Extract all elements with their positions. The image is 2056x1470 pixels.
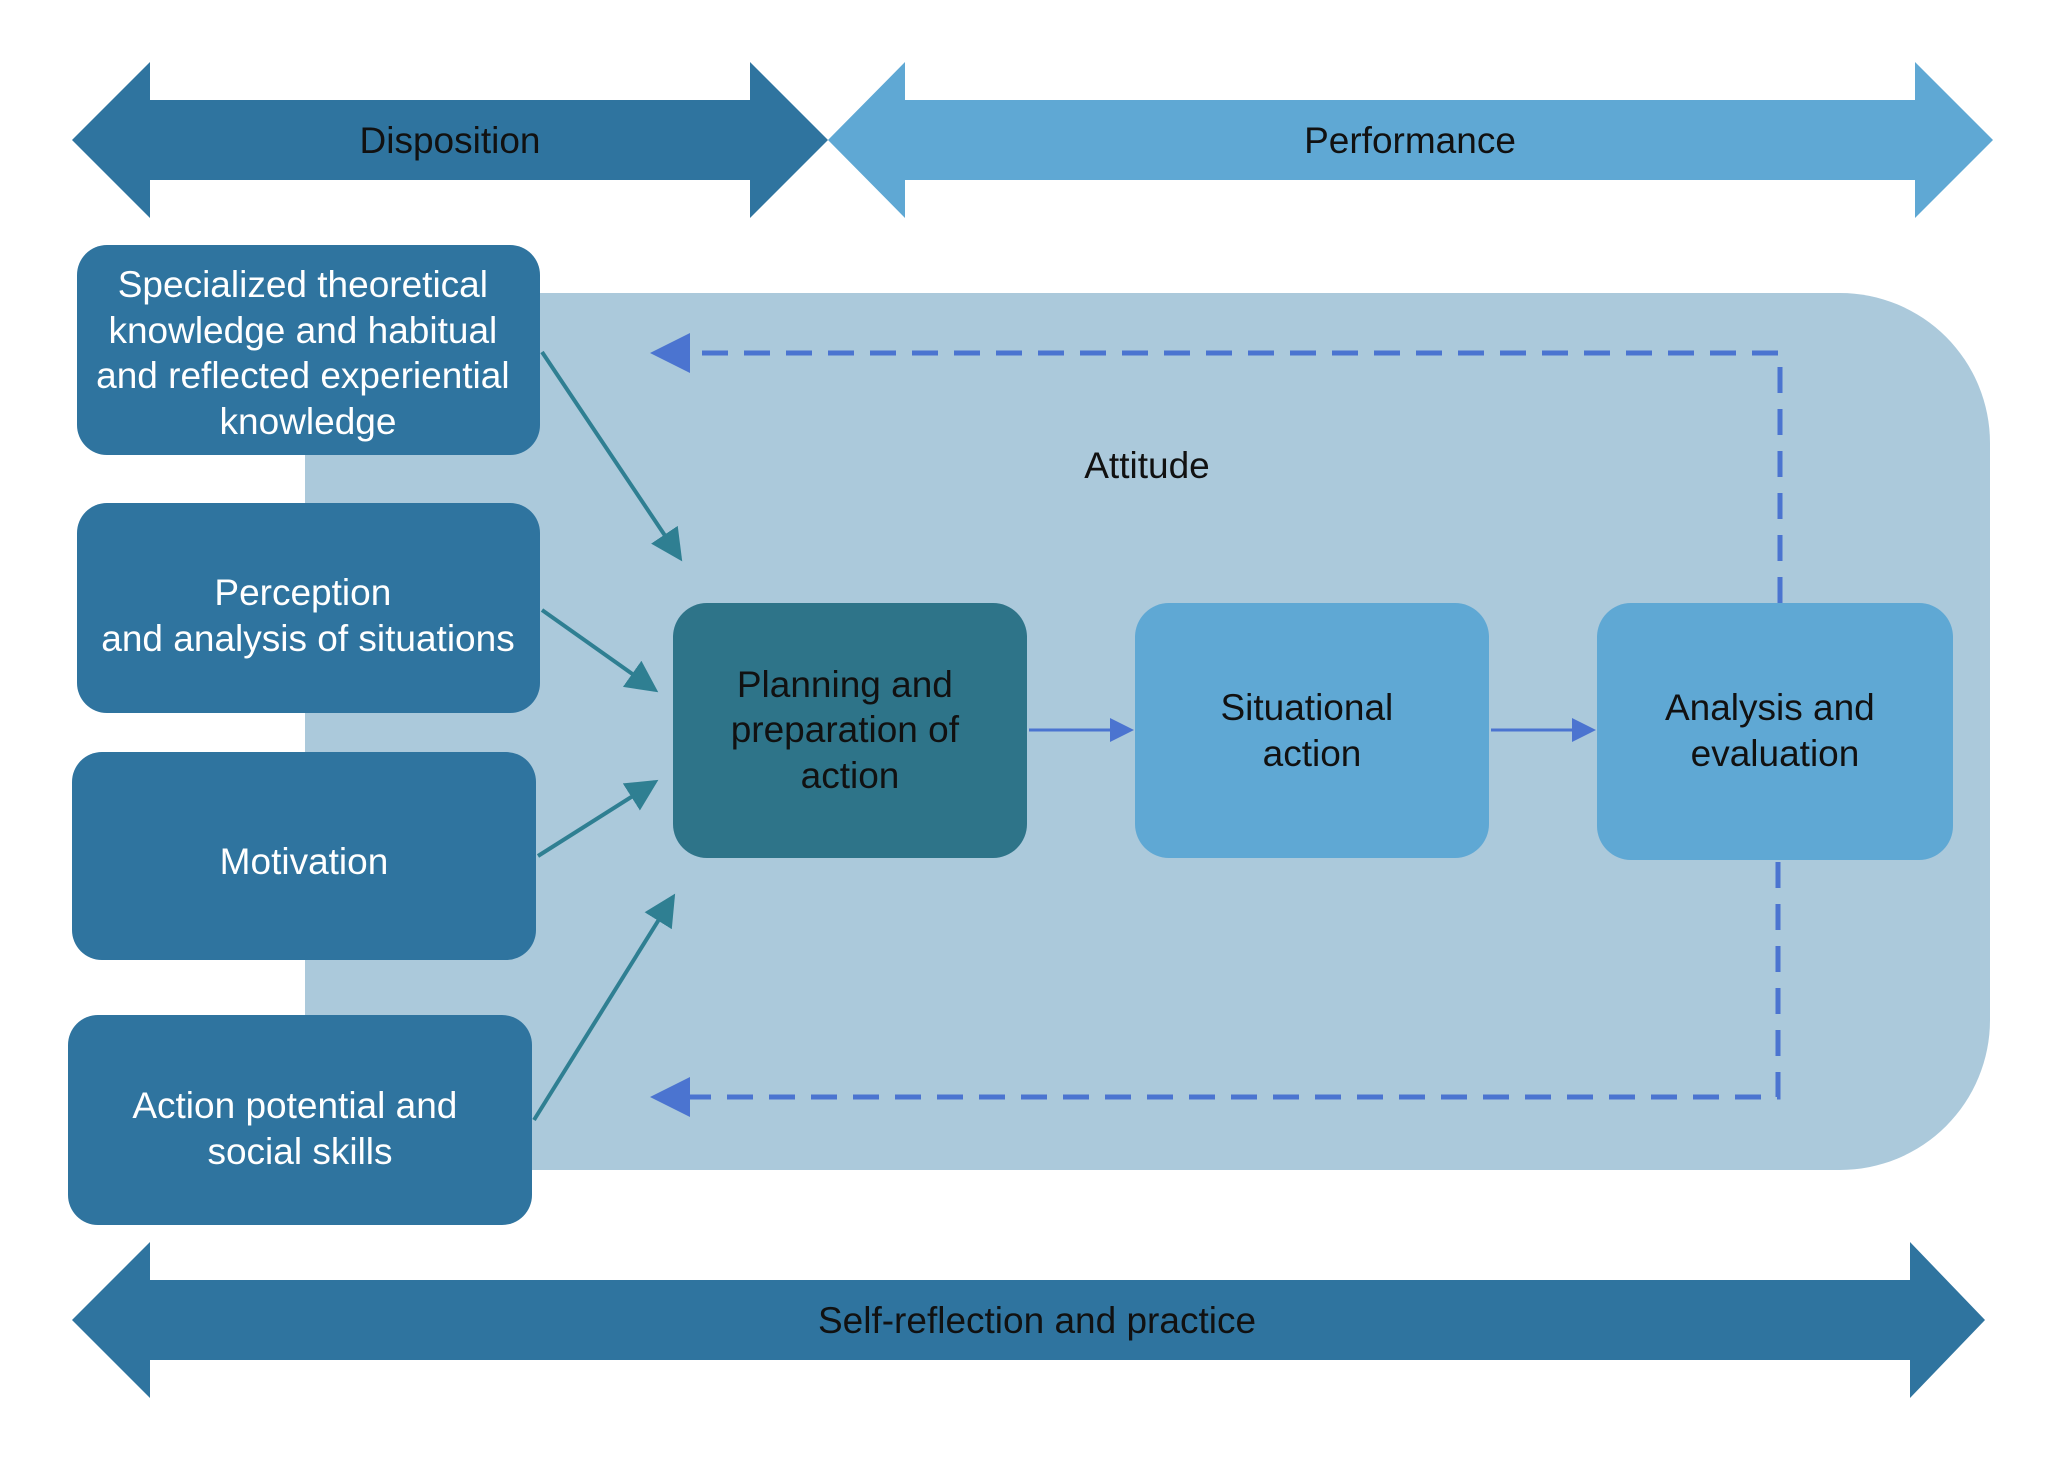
process-box-situational — [1135, 603, 1489, 858]
input-box-perception — [77, 503, 540, 713]
input-box-perception-text: Perception and analysis of situations — [101, 572, 514, 659]
process-box-analysis — [1597, 603, 1953, 860]
knowledge-line-2: knowledge and habitual — [108, 310, 497, 351]
analysis-line-2: evaluation — [1691, 733, 1860, 774]
input-box-knowledge — [77, 245, 540, 455]
knowledge-line-4: knowledge — [220, 401, 397, 442]
input-box-action-potential — [68, 1015, 532, 1225]
process-box-planning-text: Planning and preparation of action — [731, 664, 970, 796]
action-potential-line-1: Action potential and — [132, 1085, 457, 1126]
planning-line-3: action — [801, 755, 900, 796]
disposition-arrow — [72, 62, 828, 218]
process-box-analysis-text: Analysis and evaluation — [1665, 687, 1885, 774]
action-potential-line-2: social skills — [207, 1131, 392, 1172]
input-box-action-potential-text: Action potential and social skills — [132, 1085, 467, 1172]
perception-line-2: and analysis of situations — [101, 618, 514, 659]
feedback-loop-bottom — [650, 862, 1781, 1117]
connector-motivation — [536, 779, 659, 858]
attitude-label: Attitude — [1084, 445, 1209, 486]
input-box-knowledge-text: Specialized theoretical knowledge and ha… — [96, 264, 520, 442]
planning-line-1: Planning and — [737, 664, 953, 705]
process-box-situational-text: Situational action — [1220, 687, 1403, 774]
performance-arrow — [828, 62, 1993, 218]
input-box-motivation-text: Motivation — [220, 841, 389, 882]
analysis-line-1: Analysis and — [1665, 687, 1875, 728]
connector-perception — [540, 608, 659, 693]
self-reflection-label: Self-reflection and practice — [818, 1300, 1256, 1341]
knowledge-line-3: and reflected experiential — [96, 355, 509, 396]
disposition-label: Disposition — [360, 120, 541, 161]
planning-line-2: preparation of — [731, 709, 960, 750]
self-reflection-arrow — [72, 1242, 1985, 1398]
situational-line-1: Situational — [1220, 687, 1393, 728]
performance-label: Performance — [1304, 120, 1516, 161]
knowledge-line-1: Specialized theoretical — [118, 264, 488, 305]
process-box-planning — [673, 603, 1027, 858]
input-box-motivation — [72, 752, 536, 960]
situational-line-2: action — [1263, 733, 1362, 774]
connector-action-potential — [532, 893, 676, 1122]
perception-line-1: Perception — [214, 572, 391, 613]
connector-knowledge — [540, 350, 683, 562]
